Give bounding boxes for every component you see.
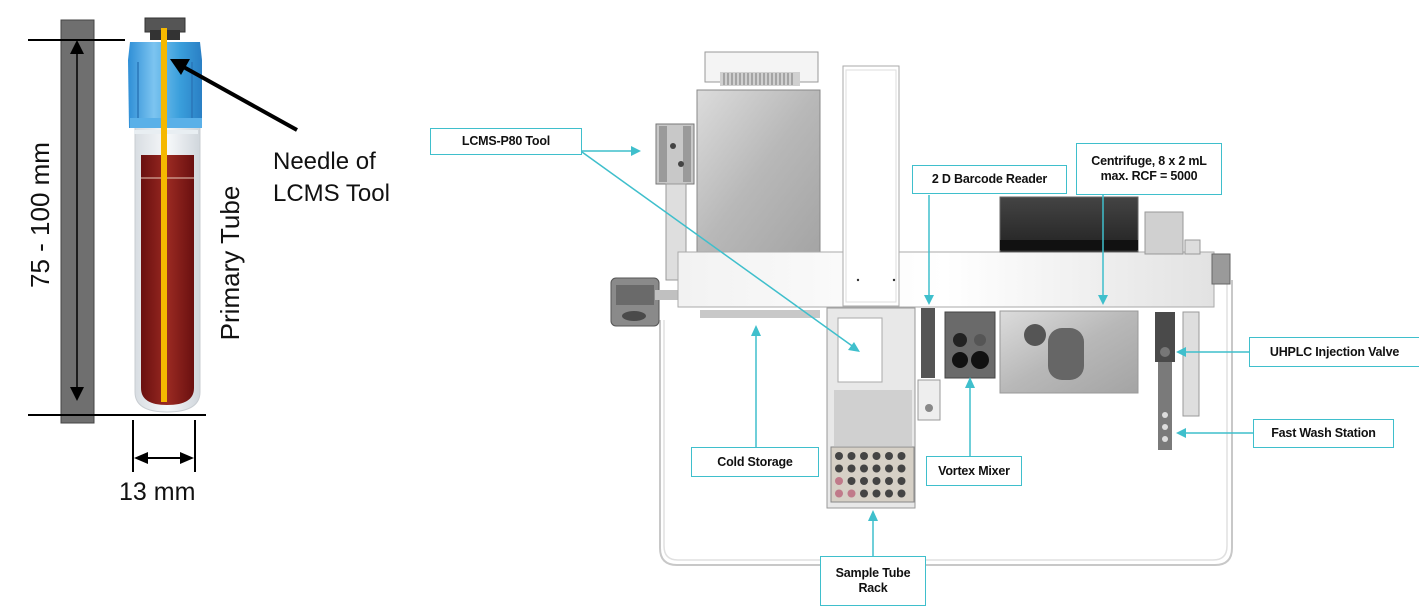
rack-well xyxy=(872,452,881,460)
vortex-mixer-unit xyxy=(944,311,996,379)
rack-well xyxy=(847,489,856,498)
rack-well xyxy=(885,464,893,473)
callout-cold-storage-label: Cold Storage xyxy=(717,454,793,469)
rack-well xyxy=(847,464,856,473)
callout-uhplc-injection-valve-label: UHPLC Injection Valve xyxy=(1269,344,1400,359)
rack-well xyxy=(872,464,881,473)
rack-well xyxy=(872,489,881,498)
callout-sample-tube-rack: Sample Tube Rack xyxy=(820,556,926,606)
rack-well xyxy=(835,489,843,498)
rack-well xyxy=(835,452,843,460)
rack-well xyxy=(897,452,906,460)
connector-lcms-diagonal xyxy=(581,151,856,349)
needle-label-line1: Needle of xyxy=(273,148,376,175)
rack-well xyxy=(885,452,893,460)
rack-well xyxy=(860,452,868,460)
rack-well xyxy=(847,477,856,485)
callout-centrifuge-line2: max. RCF = 5000 xyxy=(1100,169,1198,183)
rack-wells xyxy=(835,452,906,498)
callout-barcode-reader: 2 D Barcode Reader xyxy=(912,165,1067,194)
rack-well xyxy=(885,489,893,498)
callout-lcms-p80-tool-label: LCMS-P80 Tool xyxy=(461,134,551,148)
rack-well xyxy=(897,464,906,473)
needle-pointer-arrow xyxy=(179,63,298,132)
rack-well xyxy=(897,489,906,498)
callout-fast-wash-station: Fast Wash Station xyxy=(1253,419,1394,448)
callout-vortex-mixer-label: Vortex Mixer xyxy=(938,463,1010,478)
centrifuge-unit xyxy=(999,196,1139,394)
uhplc-injection-valve xyxy=(1155,312,1175,362)
vertical-arm xyxy=(842,65,900,307)
needle xyxy=(161,28,167,402)
blood-sample xyxy=(141,155,194,405)
callout-vortex-mixer: Vortex Mixer xyxy=(926,456,1022,486)
fast-wash-station xyxy=(1158,362,1172,450)
rack-well xyxy=(885,477,893,485)
cold-storage-unit xyxy=(696,51,821,318)
callout-centrifuge-line1: Centrifuge, 8 x 2 mL xyxy=(1091,154,1207,168)
rack-well xyxy=(860,489,868,498)
callout-lcms-p80-tool: LCMS-P80 Tool xyxy=(430,128,582,155)
barcode-reader-post xyxy=(921,308,935,378)
primary-tube-diagram xyxy=(28,17,298,472)
rack-well xyxy=(897,477,906,485)
rack-well xyxy=(860,464,868,473)
callout-barcode-reader-label: 2 D Barcode Reader xyxy=(931,172,1048,186)
arrow-head-down xyxy=(70,387,84,401)
rack-well xyxy=(835,464,843,473)
callout-connectors xyxy=(581,146,1253,556)
callout-sample-tube-rack-line2: Rack xyxy=(858,581,888,595)
arrow-head-up xyxy=(70,40,84,54)
rack-well xyxy=(860,477,868,485)
control-pad xyxy=(610,277,683,327)
callout-cold-storage: Cold Storage xyxy=(691,447,819,477)
callout-uhplc-injection-valve: UHPLC Injection Valve xyxy=(1249,337,1419,367)
callout-sample-tube-rack-line1: Sample Tube xyxy=(835,566,911,580)
main-rail xyxy=(677,251,1215,308)
callout-centrifuge: Centrifuge, 8 x 2 mL max. RCF = 5000 xyxy=(1076,143,1222,195)
needle-label-line2: LCMS Tool xyxy=(273,180,390,207)
callout-fast-wash-station-label: Fast Wash Station xyxy=(1271,426,1376,440)
rack-well xyxy=(847,452,856,460)
width-dimension-label: 13 mm xyxy=(119,478,196,506)
rack-well xyxy=(872,477,881,485)
rack-well xyxy=(835,477,843,485)
base-frame xyxy=(659,280,1233,566)
